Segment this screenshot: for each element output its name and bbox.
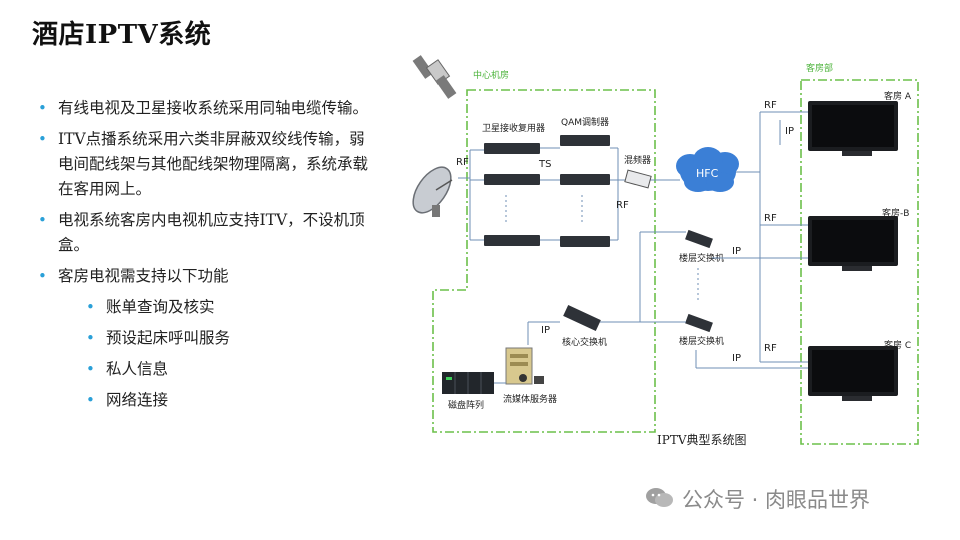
center-room-zone — [432, 89, 656, 433]
bullet-item: 客房电视需支持以下功能 — [38, 264, 368, 289]
ip-label: IP — [541, 325, 550, 336]
diagram-caption: IPTV典型系统图 — [657, 433, 747, 447]
mixer — [624, 169, 652, 189]
sub-bullet-item: 预设起床呼叫服务 — [86, 326, 368, 351]
ip-label: IP — [732, 246, 741, 257]
floor-switch — [685, 229, 713, 249]
media-server-label: 流媒体服务器 — [503, 393, 557, 405]
rf-label: RF — [764, 213, 777, 224]
room-c-label: 客房 C — [884, 339, 911, 351]
sub-bullet-item: 账单查询及核实 — [86, 295, 368, 320]
guest-room-zone — [800, 79, 919, 445]
center-room-label: 中心机房 — [473, 69, 509, 81]
satellite-receiver — [484, 143, 540, 246]
hfc-label: HFC — [696, 167, 719, 180]
bullet-item: 电视系统客房内电视机应支持ITV，不设机顶盒。 — [38, 208, 368, 258]
wechat-icon — [646, 488, 673, 507]
ts-label: TS — [538, 159, 551, 170]
ip-links — [527, 231, 808, 369]
floor-switch-label: 楼层交换机 — [679, 252, 724, 264]
rf-label: RF — [764, 100, 777, 111]
rf-label: RF — [616, 200, 629, 211]
qam-modulator-label: QAM调制器 — [561, 116, 609, 128]
tv-room-a — [808, 101, 898, 156]
sub-bullet-item: 私人信息 — [86, 357, 368, 382]
ip-label: IP — [785, 126, 794, 137]
bullet-item: ITV点播系统采用六类非屏蔽双绞线传输，弱电间配线架与其他配线架物理隔离，系统承… — [38, 127, 368, 202]
hfc-cloud — [676, 147, 739, 192]
satellite-dish-icon — [412, 166, 453, 217]
rf-links — [458, 147, 680, 241]
mixer-label: 混频器 — [624, 154, 651, 166]
slide-title: 酒店IPTV系统 — [32, 20, 212, 50]
floor-switch-label: 楼层交换机 — [679, 335, 724, 347]
room-b-label: 客房-B — [882, 207, 909, 219]
bullet-list: 有线电视及卫星接收系统采用同轴电缆传输。 ITV点播系统采用六类非屏蔽双绞线传输… — [38, 96, 368, 419]
rf-label: RF — [456, 157, 469, 168]
floor-switch — [685, 313, 713, 333]
rf-label: RF — [764, 343, 777, 354]
tv-room-c — [808, 346, 898, 401]
disk-array-label: 磁盘阵列 — [448, 399, 484, 411]
tv-room-b — [808, 216, 898, 271]
bullet-item: 有线电视及卫星接收系统采用同轴电缆传输。 — [38, 96, 368, 121]
guest-room-label: 客房部 — [806, 62, 833, 74]
qam-modulator — [560, 135, 610, 247]
media-server-icon — [505, 347, 544, 385]
watermark: 公众号 · 肉眼品世界 — [682, 488, 871, 512]
satellite-receiver-label: 卫星接收复用器 — [482, 122, 545, 134]
sub-bullet-item: 网络连接 — [86, 388, 368, 413]
disk-array-icon — [442, 372, 494, 394]
core-switch-label: 核心交换机 — [562, 336, 607, 348]
core-switch — [563, 304, 601, 332]
device-ellipsis — [505, 195, 699, 300]
ip-label: IP — [732, 353, 741, 364]
room-a-label: 客房 A — [884, 90, 912, 102]
satellite-icon — [412, 55, 457, 99]
hfc-rf-distribution — [736, 111, 808, 363]
